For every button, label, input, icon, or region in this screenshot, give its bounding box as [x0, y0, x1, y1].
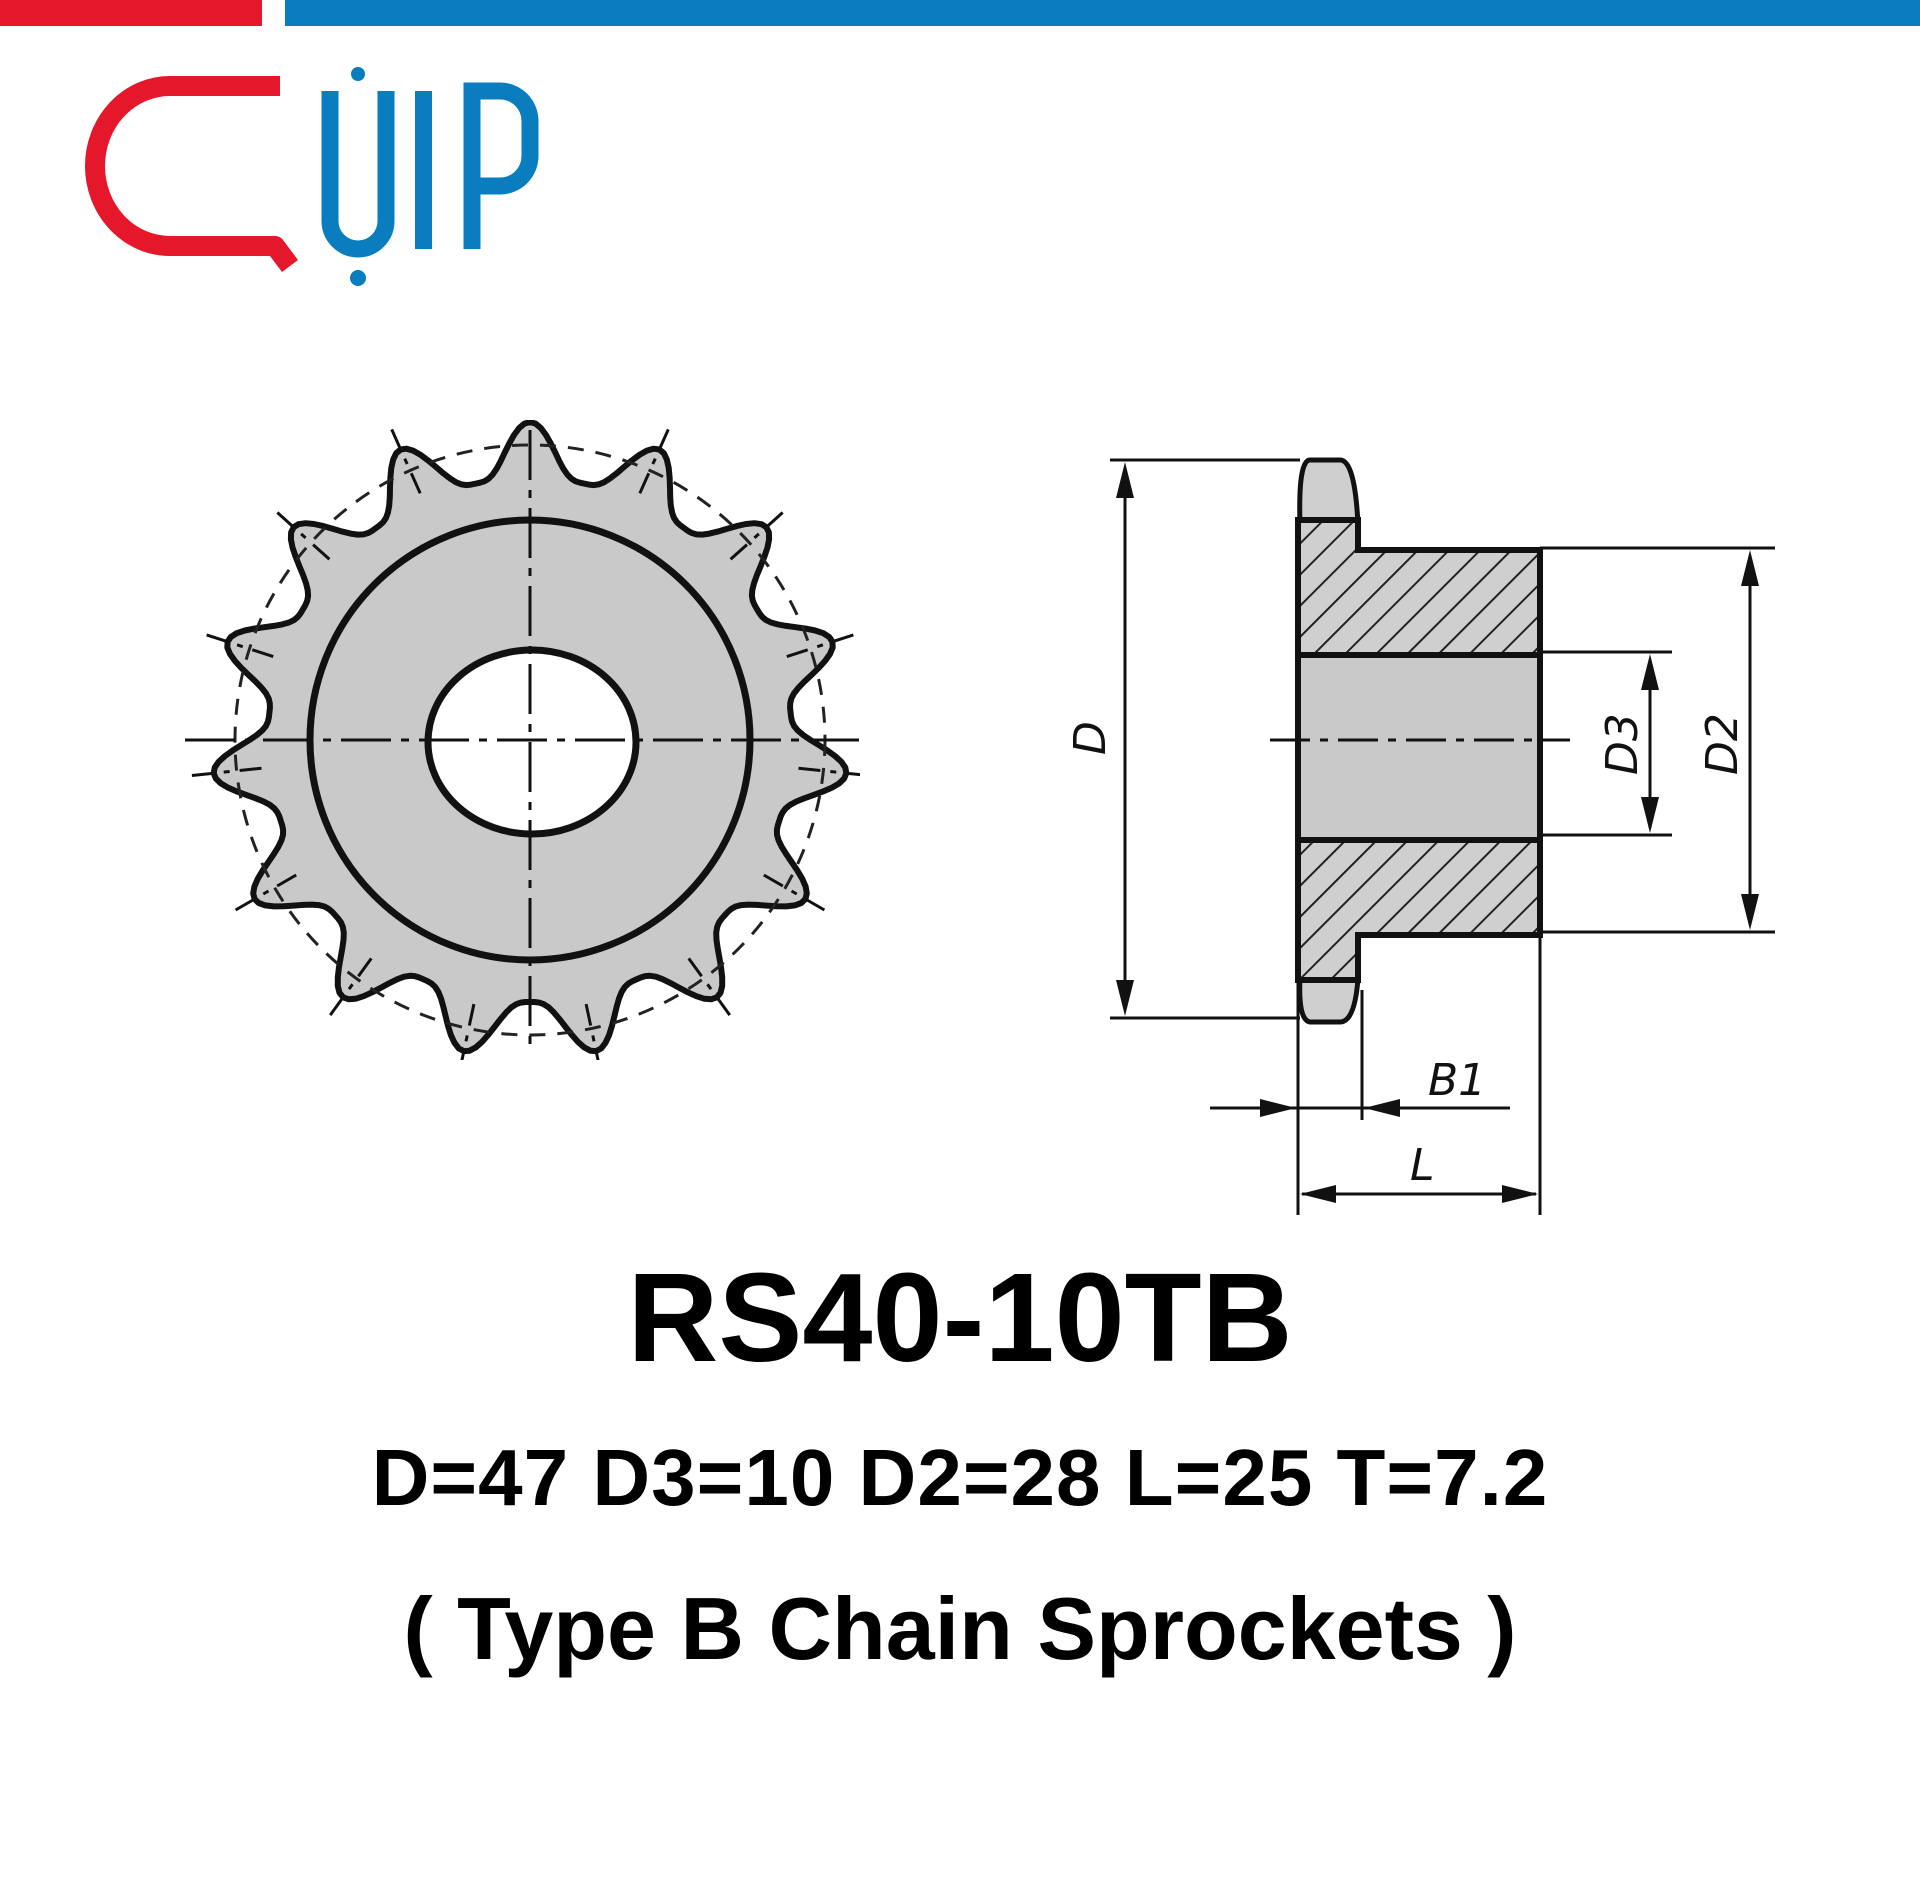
- tooth-mark: [206, 633, 274, 659]
- sprocket-body-section-bottom: [1295, 837, 1543, 983]
- tooth-mark: [638, 428, 670, 494]
- tooth-tip-bottom: [1297, 975, 1361, 1025]
- header-red-bar: [0, 0, 262, 26]
- sprocket-front-view: [185, 420, 860, 1060]
- tooth-mark: [786, 633, 854, 659]
- product-type: ( Type B Chain Sprockets ): [403, 1579, 1517, 1678]
- tooth-mark: [191, 766, 262, 777]
- tooth-mark: [763, 873, 826, 912]
- quip-logo: [85, 67, 539, 286]
- product-specs: D=47 D3=10 D2=28 L=25 T=7.2: [371, 1433, 1549, 1522]
- dimension-d2-label: D2: [1697, 713, 1748, 775]
- tooth-mark: [460, 1003, 476, 1060]
- tooth-center-marks: [191, 420, 860, 1060]
- tooth-mark: [798, 766, 860, 777]
- sprocket-side-view: D D3 D2 B1 L: [1070, 457, 1775, 1215]
- product-model: RS40-10TB: [627, 1247, 1293, 1388]
- sprocket-body-section-top: [1295, 517, 1543, 658]
- tooth-mark: [687, 957, 732, 1016]
- tooth-mark: [390, 428, 422, 494]
- tooth-mark: [584, 1003, 600, 1060]
- bore-hole: [424, 646, 640, 838]
- header-blue-bar: [285, 0, 1920, 26]
- tooth-mark: [729, 511, 784, 561]
- tooth-mark: [234, 873, 297, 912]
- dimension-d3-label: D3: [1597, 713, 1648, 775]
- tooth-tip-top: [1297, 457, 1361, 528]
- dimension-b1-label: B1: [1428, 1055, 1486, 1106]
- tooth-mark: [328, 957, 373, 1016]
- bore-section: [1295, 652, 1543, 843]
- tooth-mark: [276, 511, 331, 561]
- dimension-l-label: L: [1410, 1140, 1435, 1191]
- dimension-d-label: D: [1070, 721, 1116, 755]
